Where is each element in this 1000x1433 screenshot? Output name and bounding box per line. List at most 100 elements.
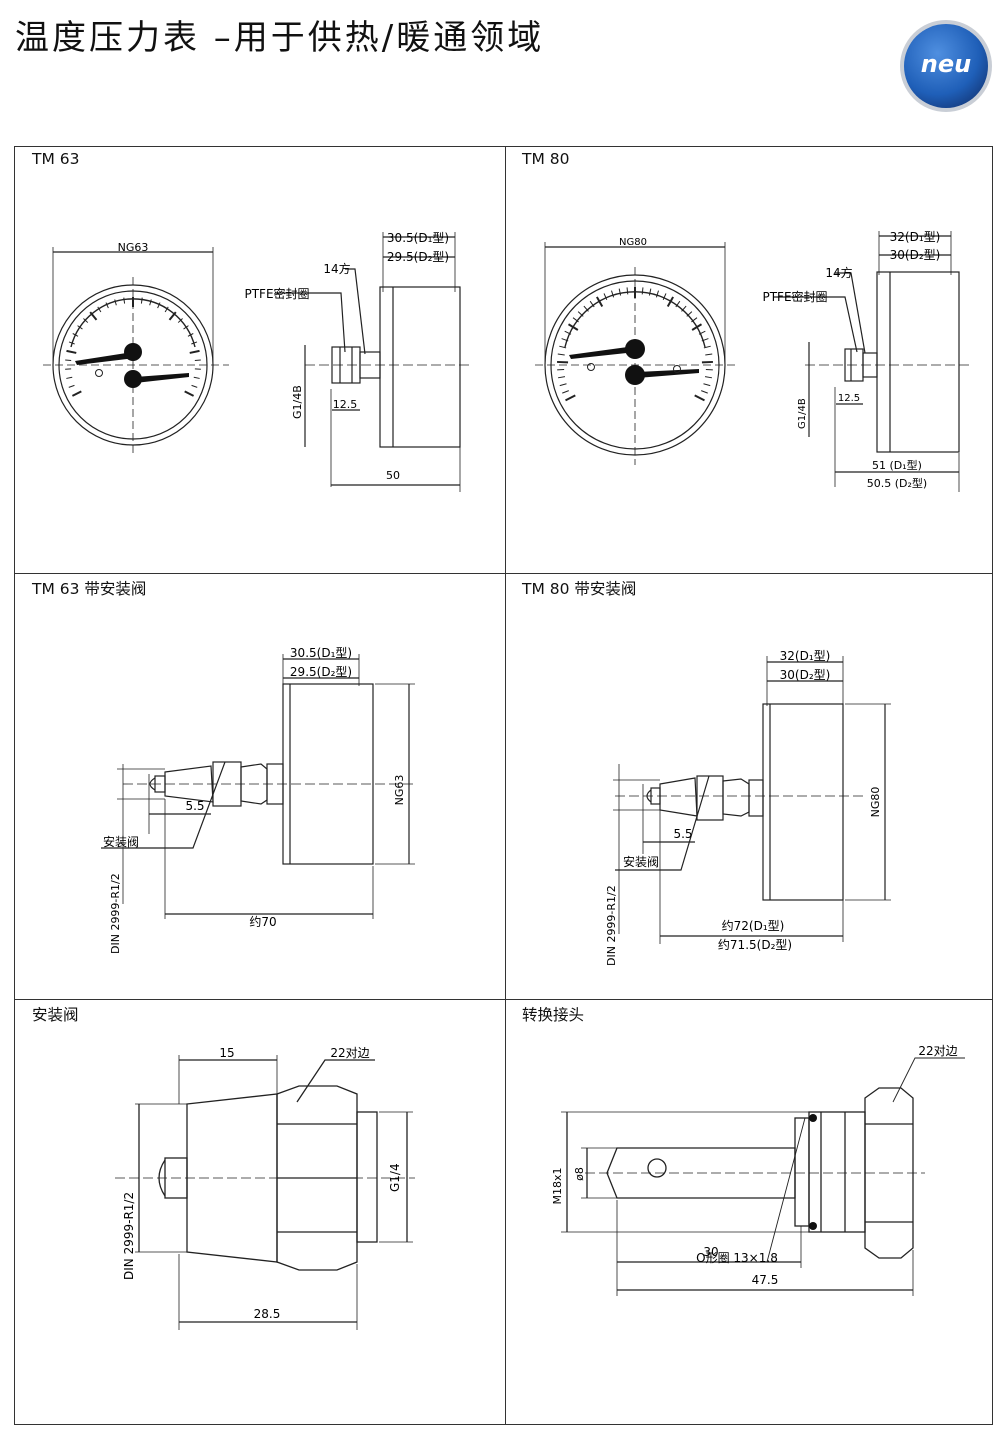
neu-badge: neu — [900, 20, 992, 112]
gauge-tick — [97, 306, 102, 313]
tm80-total2: 50.5 (D₂型) — [867, 476, 927, 490]
drawing-grid: TM 63 — [14, 146, 993, 1425]
gauge-tick — [559, 383, 567, 387]
tm80-thread: G1/4B — [797, 398, 808, 429]
valve-din: DIN 2999-R1/2 — [122, 1192, 136, 1280]
gauge-tick — [565, 394, 576, 402]
panel-tm63-label: TM 63 — [32, 150, 80, 168]
gauge-tick — [691, 317, 698, 323]
tm80v-total1: 约72(D₁型) — [722, 918, 785, 933]
valve-drawing: 15 22对边 DIN 2999-R1/2 G1/4 28.5 — [115, 1046, 415, 1330]
panel-tm63: TM 63 — [15, 147, 504, 573]
tm63v-total: 约70 — [249, 914, 276, 929]
tm63v-valve: 安装阀 — [103, 834, 139, 849]
tm80v-drawing: 32(D₁型) 30(D₂型) 安装阀 NG80 DIN 2999-R1/2 5… — [605, 649, 891, 966]
tm80v-din: DIN 2999-R1/2 — [605, 885, 618, 966]
tm80v-total2: 约71.5(D₂型) — [718, 937, 792, 952]
gauge-tick — [71, 390, 82, 397]
gauge-tick — [191, 341, 198, 345]
tm63v-drawing: 30.5(D₁型) 29.5(D₂型) 安装阀 NG63 DIN 2999-R1… — [101, 646, 415, 954]
valve-width15: 15 — [219, 1046, 234, 1060]
gauge-tick — [698, 330, 706, 335]
gauge-tick — [655, 290, 659, 298]
panel-tm80-label: TM 80 — [522, 150, 570, 168]
gauge-tick — [572, 317, 579, 323]
valve-thread: G1/4 — [388, 1163, 402, 1192]
gauge-tick — [157, 302, 161, 309]
gauge-tick — [705, 353, 713, 356]
gauge-tick — [686, 311, 693, 317]
gauge-tick — [66, 376, 73, 379]
gauge-tick — [177, 318, 183, 323]
gauge-tick — [564, 330, 572, 335]
tm80-ptfe: PTFE密封圈 — [762, 289, 827, 304]
gauge-tick — [557, 353, 565, 356]
gauge-tick — [567, 323, 579, 331]
gauge-tick — [183, 325, 189, 330]
tm63-hex: 14方 — [323, 261, 350, 276]
adapter-thread: M18x1 — [551, 1168, 564, 1205]
tm80-len: 12.5 — [838, 393, 860, 404]
gauge-tick — [187, 333, 194, 337]
panel-tm80-valve: TM 80 带安装阀 — [505, 574, 994, 1000]
panel-tm80v-label: TM 80 带安装阀 — [522, 580, 637, 598]
tm80v-d2: 30(D₂型) — [780, 668, 831, 682]
tm80v-valve: 安装阀 — [623, 854, 659, 869]
gauge-tick — [83, 318, 89, 323]
panel-tm63-valve: TM 63 带安装阀 — [15, 574, 504, 1000]
adapter-hex: 22对边 — [918, 1044, 957, 1058]
gauge-tick — [562, 390, 569, 394]
gauge-tick — [140, 297, 143, 304]
gauge-tick — [184, 390, 195, 397]
gauge-tick — [149, 299, 152, 306]
tm80v-ng: NG80 — [869, 787, 882, 818]
gauge-tick — [557, 376, 566, 379]
gauge-tick — [648, 288, 652, 296]
tm63-total: 50 — [386, 469, 400, 482]
tm80-drawing: NG80 32(D₁型) 30(D₂型) 14方 PTFE密封圈 G1/4B 1… — [535, 230, 971, 492]
gauge-tick — [164, 306, 169, 313]
tm80-total1: 51 (D₁型) — [872, 458, 922, 472]
gauge-tick — [691, 323, 703, 331]
tm80v-len: 5.5 — [673, 827, 692, 841]
panel-adapter-label: 转换接头 — [522, 1006, 585, 1024]
gauge-tick — [561, 338, 569, 342]
tm80-d1: 32(D₁型) — [890, 230, 941, 244]
gauge-tick — [694, 394, 705, 402]
adapter-len30: 30 — [703, 1245, 718, 1259]
tm63v-d1: 30.5(D₁型) — [290, 646, 352, 660]
grid-divider-v — [505, 147, 506, 1424]
gauge-tick — [68, 341, 75, 345]
tm63-d2: 29.5(D₂型) — [387, 250, 449, 264]
gauge-tick — [626, 287, 629, 295]
tm80-ng: NG80 — [619, 237, 647, 248]
gauge-tick — [114, 299, 117, 306]
gauge-tick — [641, 287, 644, 295]
gauge-tick — [123, 297, 126, 304]
gauge-tick — [583, 305, 589, 312]
tm80-scale-ticks — [557, 287, 713, 402]
tm63-ptfe: PTFE密封圈 — [244, 286, 309, 301]
tm80-d2: 30(D₂型) — [890, 248, 941, 262]
gauge-tick — [675, 300, 681, 308]
tm63v-d2: 29.5(D₂型) — [290, 665, 352, 679]
gauge-tick — [701, 338, 709, 342]
tm63-thread: G1/4B — [291, 385, 304, 419]
tm63v-din: DIN 2999-R1/2 — [109, 873, 122, 954]
tm63v-len: 5.5 — [185, 799, 204, 813]
badge-text: neu — [921, 50, 971, 78]
grid-divider-h1 — [15, 573, 992, 574]
gauge-tick — [559, 345, 567, 349]
gauge-tick — [577, 311, 584, 317]
tm63-d1: 30.5(D₁型) — [387, 231, 449, 245]
tm80-hex: 14方 — [825, 265, 852, 280]
valve-hex: 22对边 — [330, 1046, 369, 1060]
adapter-dia: ø8 — [573, 1167, 586, 1181]
gauge-tick — [193, 376, 200, 379]
gauge-tick — [72, 333, 79, 337]
gauge-tick — [681, 305, 687, 312]
tm63v-ng: NG63 — [393, 775, 406, 806]
gauge-tick — [662, 293, 667, 301]
panel-valve: 安装阀 — [15, 1000, 504, 1426]
gauge-tick — [89, 311, 98, 321]
